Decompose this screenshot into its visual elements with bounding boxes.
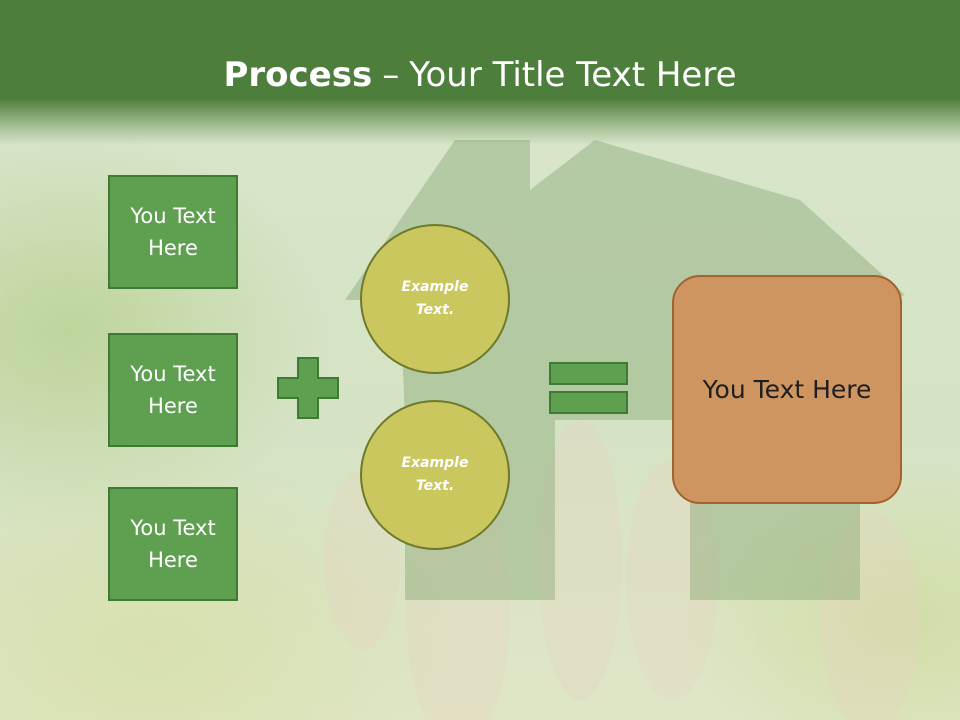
plus-icon xyxy=(277,357,339,419)
input-box-label: You Text Here xyxy=(130,204,216,260)
input-box-1: You Text Here xyxy=(108,175,238,289)
title-bold: Process xyxy=(223,55,373,95)
page-title: Process–Your Title Text Here xyxy=(0,52,960,98)
title-rest: Your Title Text Here xyxy=(409,55,737,95)
result-label: You Text Here xyxy=(702,374,872,404)
finger-shape xyxy=(626,460,718,700)
result-box: You Text Here xyxy=(672,275,902,504)
input-box-2: You Text Here xyxy=(108,333,238,447)
equals-icon xyxy=(549,362,628,414)
input-box-label: You Text Here xyxy=(130,362,216,418)
thumb-shape xyxy=(820,510,920,720)
example-circle-1: Example Text. xyxy=(360,224,510,374)
circle-label: Example Text. xyxy=(401,455,469,494)
circle-label: Example Text. xyxy=(401,279,469,318)
title-bar xyxy=(0,0,960,145)
example-circle-2: Example Text. xyxy=(360,400,510,550)
input-box-label: You Text Here xyxy=(130,516,216,572)
title-separator: – xyxy=(382,55,400,95)
input-box-3: You Text Here xyxy=(108,487,238,601)
finger-shape xyxy=(538,420,622,700)
